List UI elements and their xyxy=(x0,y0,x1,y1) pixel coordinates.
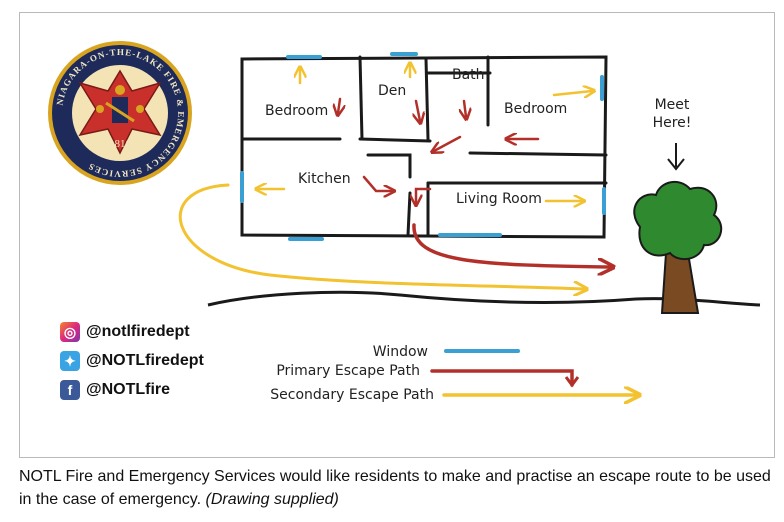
facebook-icon: f xyxy=(60,380,80,400)
instagram-icon: ◎ xyxy=(60,322,80,342)
social-facebook[interactable]: f @NOTLfire xyxy=(60,380,170,400)
windows xyxy=(240,52,606,241)
fire-department-logo: NIAGARA-ON-THE-LAKE FIRE & EMERGENCY SER… xyxy=(48,41,192,185)
room-labels: Bedroom Den Bath Bedroom Kitchen Living … xyxy=(265,67,567,207)
label-bedroom-left: Bedroom xyxy=(265,103,328,119)
meet-here-line2: Here! xyxy=(653,115,692,131)
twitter-handle: @NOTLfiredept xyxy=(86,352,204,369)
social-twitter[interactable]: ✦ @NOTLfiredept xyxy=(60,351,204,371)
legend-primary-label: Primary Escape Path xyxy=(276,363,420,379)
photo-caption: NOTL Fire and Emergency Services would l… xyxy=(19,465,779,511)
legend-window-label: Window xyxy=(373,344,428,360)
legend-secondary-label: Secondary Escape Path xyxy=(270,387,434,403)
secondary-escape-arrows xyxy=(178,65,592,289)
label-kitchen: Kitchen xyxy=(298,171,351,187)
instagram-handle: @notlfiredept xyxy=(86,323,190,340)
facebook-handle: @NOTLfire xyxy=(86,381,171,398)
label-bath: Bath xyxy=(452,67,485,83)
illustration-frame: NIAGARA-ON-THE-LAKE FIRE & EMERGENCY SER… xyxy=(19,12,775,458)
meet-here-callout: Meet Here! xyxy=(653,97,692,171)
legend-primary-swatch xyxy=(430,369,574,387)
twitter-icon: ✦ xyxy=(60,351,80,371)
label-living-room: Living Room xyxy=(456,191,542,207)
logo-year: 1816 xyxy=(109,138,132,150)
label-den: Den xyxy=(378,83,406,99)
tree-icon xyxy=(633,180,723,314)
label-bedroom-right: Bedroom xyxy=(504,101,567,117)
caption-credit: (Drawing supplied) xyxy=(205,491,339,508)
primary-escape-arrows xyxy=(338,97,610,267)
escape-plan-drawing: NIAGARA-ON-THE-LAKE FIRE & EMERGENCY SER… xyxy=(48,41,761,459)
legend: Window Primary Escape Path Secondary Esc… xyxy=(270,344,636,403)
caption-text: NOTL Fire and Emergency Services would l… xyxy=(19,468,771,508)
social-instagram[interactable]: ◎ @notlfiredept xyxy=(60,322,190,342)
house-floor-plan xyxy=(240,55,608,239)
meet-here-line1: Meet xyxy=(655,97,690,113)
